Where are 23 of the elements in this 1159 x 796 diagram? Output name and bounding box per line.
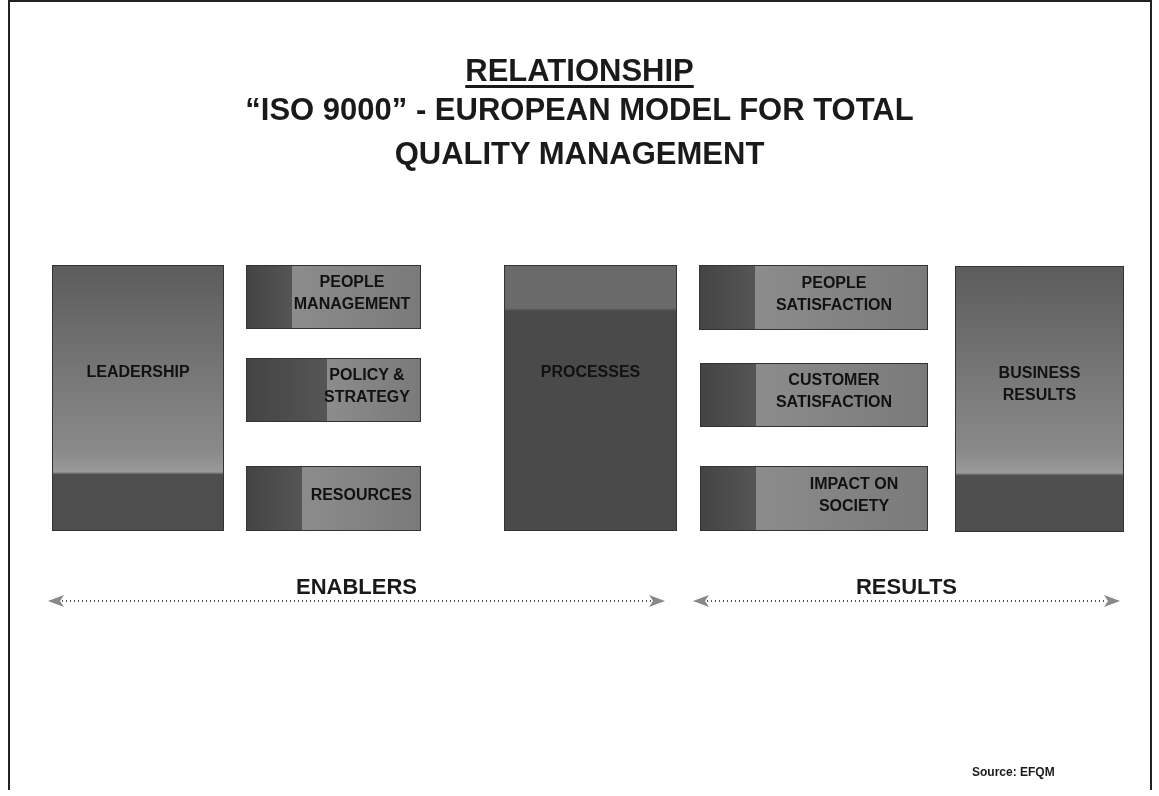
criterion-label: POLICY & STRATEGY bbox=[323, 365, 411, 407]
criterion-block bbox=[504, 265, 677, 531]
criterion-label: BUSINESS RESULTS bbox=[997, 363, 1082, 405]
title: RELATIONSHIP bbox=[465, 52, 694, 90]
criterion-label: RESOURCES bbox=[310, 484, 412, 505]
criterion-label: PEOPLE MANAGEMENT bbox=[292, 272, 412, 314]
criterion-label: PROCESSES bbox=[540, 362, 641, 382]
subtitle: “ISO 9000” - EUROPEAN MODEL FOR TOTAL QUALITY MANAGEMENT bbox=[244, 91, 915, 173]
group-heading: ENABLERS bbox=[296, 573, 417, 601]
group-heading: RESULTS bbox=[855, 573, 957, 601]
criterion-bar bbox=[699, 265, 928, 330]
criterion-block bbox=[955, 266, 1124, 532]
criterion-label: IMPACT ON SOCIETY bbox=[808, 473, 900, 516]
criterion-block bbox=[52, 265, 224, 531]
criterion-bar bbox=[246, 466, 421, 531]
source-note: Source: EFQM bbox=[972, 764, 1055, 781]
criterion-label: PEOPLE SATISFACTION bbox=[774, 272, 894, 315]
criterion-bar bbox=[700, 363, 928, 427]
criterion-bar bbox=[246, 265, 421, 329]
criterion-label: LEADERSHIP bbox=[86, 362, 190, 382]
criterion-bar bbox=[246, 358, 421, 422]
criterion-bar bbox=[700, 466, 928, 531]
criterion-label: CUSTOMER SATISFACTION bbox=[774, 370, 894, 412]
